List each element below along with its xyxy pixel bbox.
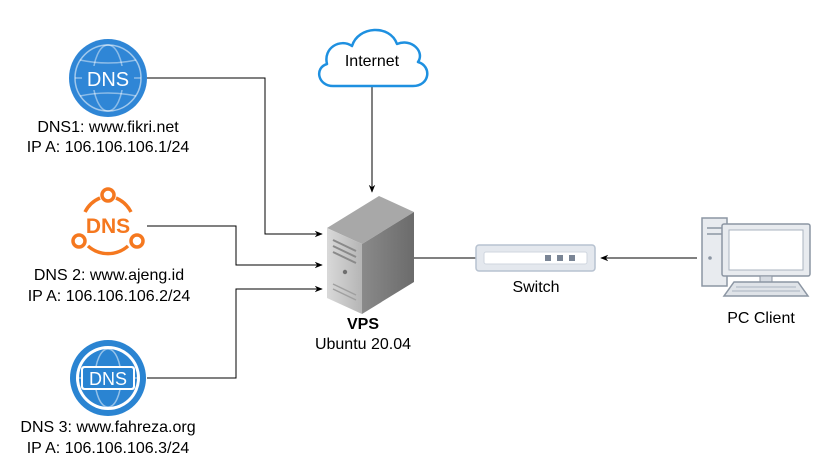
dns2-ip-label: IP A: 106.106.106.2/24 — [27, 288, 191, 305]
dns-globe-icon: DNS — [69, 39, 147, 117]
network-switch-icon — [475, 244, 596, 272]
pc-client-label: PC Client — [727, 310, 795, 327]
dns2-name-label: DNS 2: www.ajeng.id — [33, 267, 185, 284]
switch-label: Switch — [512, 279, 560, 296]
dns3-ip-label: IP A: 106.106.106.3/24 — [26, 440, 190, 457]
dns2-icon-text: DNS — [86, 215, 130, 238]
dns1-name-label: DNS1: www.fikri.net — [37, 119, 179, 136]
dns3-to-vps-edge — [147, 285, 323, 379]
cloud-icon — [317, 28, 429, 88]
dns-network-icon: DNS — [71, 187, 145, 256]
dns1-to-vps-edge — [147, 77, 323, 238]
vps-os-label: Ubuntu 20.04 — [314, 336, 412, 353]
dns3-name-label: DNS 3: www.fahreza.org — [20, 419, 196, 436]
dns1-ip-label: IP A: 106.106.106.1/24 — [26, 139, 190, 156]
internet-label: Internet — [344, 53, 400, 70]
server-tower-icon — [327, 196, 414, 314]
connectors — [147, 77, 697, 379]
dns3-icon-text: DNS — [89, 369, 127, 389]
dns-badge-icon: DNS — [70, 340, 146, 416]
dns2-to-vps-edge — [147, 225, 323, 269]
desktop-computer-icon — [701, 217, 811, 297]
vps-title-label: VPS — [346, 316, 379, 333]
dns1-icon-text: DNS — [87, 69, 129, 91]
